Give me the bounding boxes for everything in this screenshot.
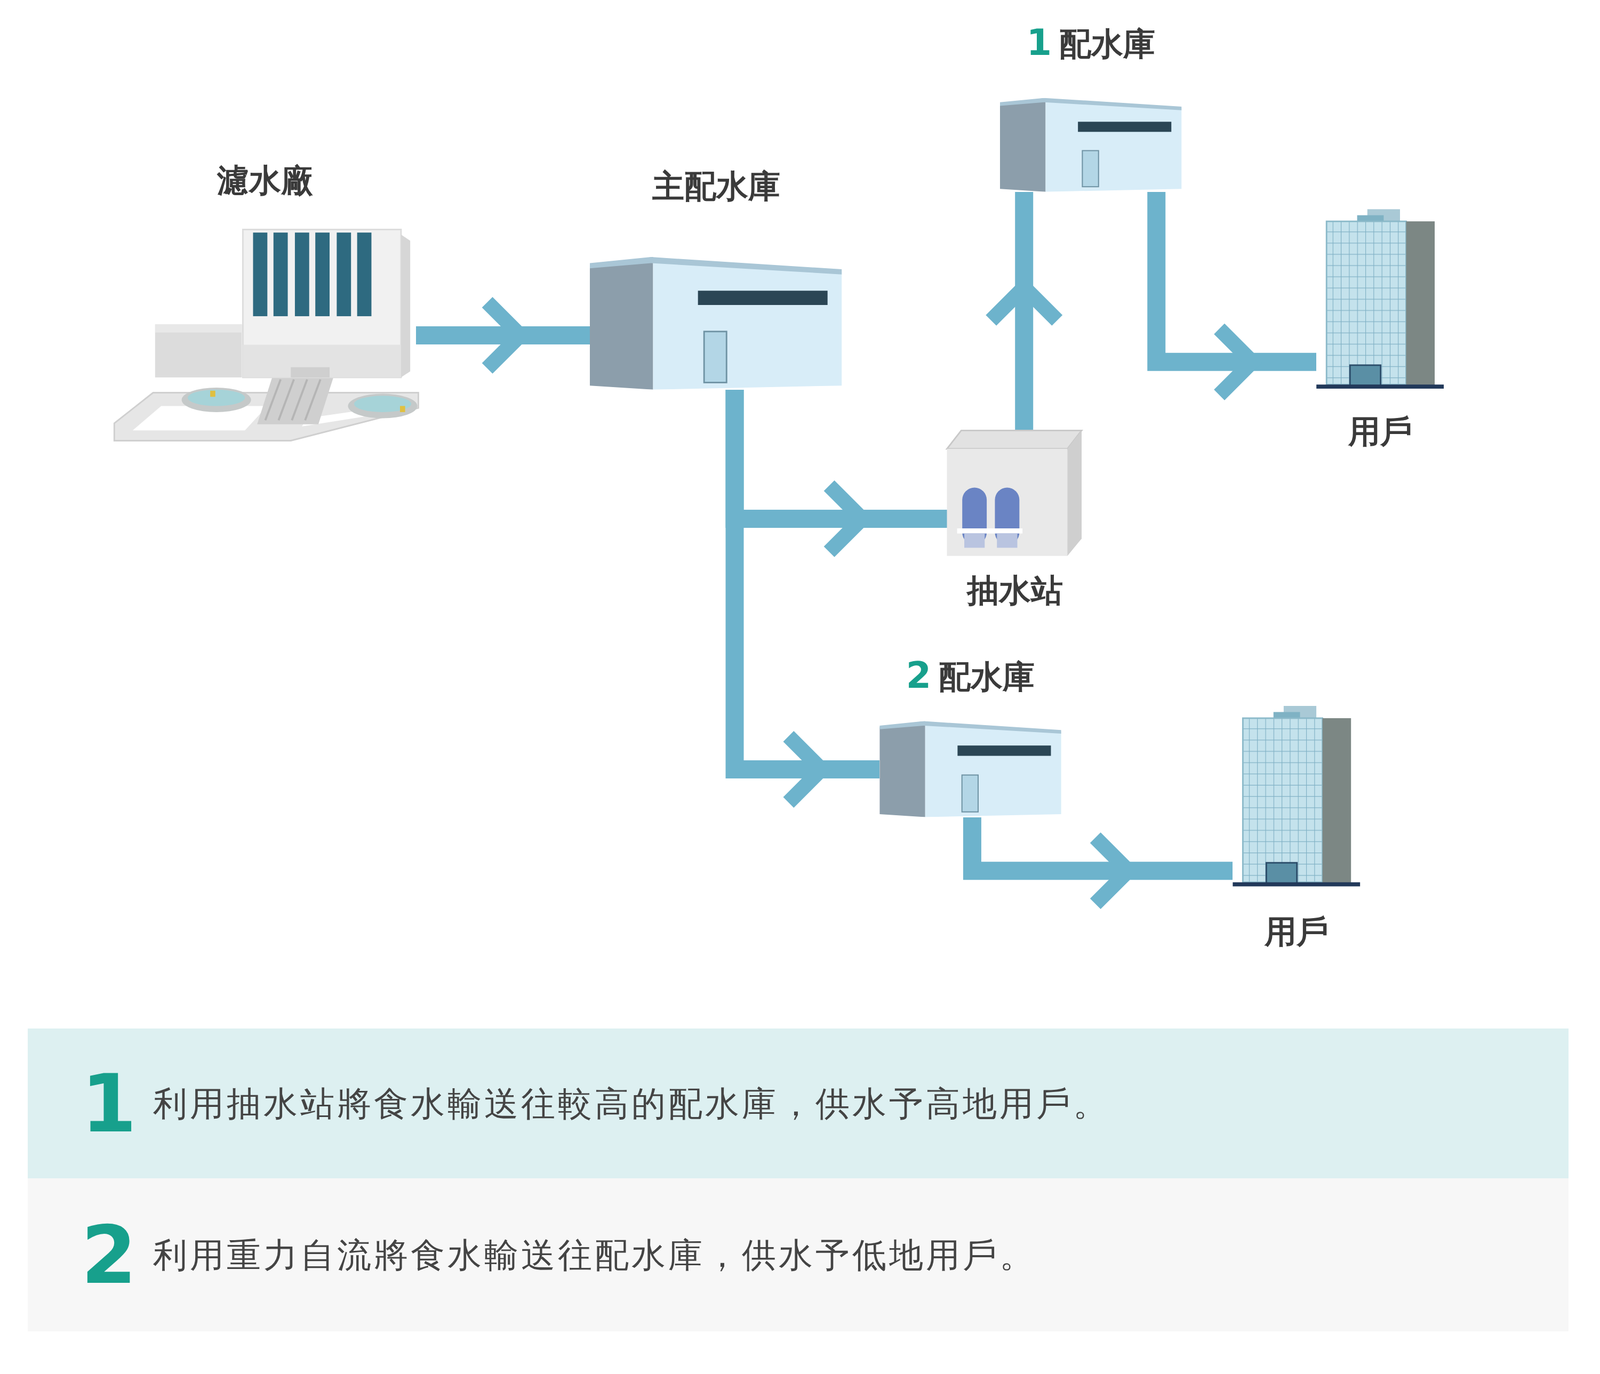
filter-plant: 濾水廠 (114, 226, 416, 444)
main-reservoir-art (589, 257, 843, 390)
water-pipe (1156, 192, 1317, 396)
flow-arrowhead (1219, 329, 1253, 396)
facility-label: 抽水站 (966, 571, 1063, 610)
note-text: 利用重力自流將食水輸送往配水庫，供水予低地用戶。 (153, 1234, 1548, 1276)
callout-number: 1 (81, 1064, 137, 1144)
user-building: 用戶 (1232, 704, 1360, 896)
main-reservoir: 主配水庫 (589, 257, 843, 390)
facility-label: 用戶 (1264, 913, 1329, 951)
reservoir-art (1000, 98, 1182, 192)
flow-arrowhead (487, 302, 521, 369)
note-band: 1 利用抽水站將食水輸送往較高的配水庫，供水予高地用戶。 (27, 1028, 1569, 1179)
facility-label: 用戶 (1348, 412, 1413, 451)
facility-label: 配水庫 (1059, 25, 1156, 63)
pipe-line (416, 326, 590, 345)
reservoir-art (879, 721, 1062, 818)
user-building-art (1316, 209, 1444, 389)
flow-arrowhead (829, 485, 863, 552)
user-building-art (1232, 706, 1360, 887)
pipe-line (1014, 192, 1034, 431)
node-label: 用戶 (1264, 914, 1329, 950)
callout-number: 2 (81, 1215, 137, 1296)
flow-arrowhead (788, 736, 822, 803)
filter-plant-art (114, 229, 419, 441)
node-label: 濾水廠 (217, 162, 314, 198)
flow-arrowhead (990, 287, 1058, 321)
flow-arrowhead (1095, 837, 1129, 904)
node-label: 2配水庫 (906, 656, 1035, 696)
pump-station: 抽水站 (947, 430, 1083, 557)
note-band: 2 利用重力自流將食水輸送往配水庫，供水予低地用戶。 (27, 1178, 1569, 1332)
node-label: 抽水站 (966, 572, 1063, 608)
facility-label: 主配水庫 (652, 167, 781, 205)
note-text: 利用抽水站將食水輸送往較高的配水庫，供水予高地用戶。 (153, 1083, 1548, 1125)
user-building: 用戶 (1316, 209, 1444, 398)
reservoir: 2配水庫 (879, 721, 1062, 818)
node-label: 主配水庫 (652, 168, 781, 204)
pipe-line (734, 389, 880, 770)
node-label: 用戶 (1348, 413, 1413, 450)
callout-number: 1 (1026, 21, 1052, 64)
facility-label: 濾水廠 (217, 161, 314, 199)
pump-station-art (947, 430, 1083, 556)
node-label: 1配水庫 (1026, 22, 1156, 63)
water-pipe (416, 302, 590, 369)
callout-number: 2 (906, 654, 932, 697)
water-pipe (734, 389, 880, 803)
reservoir: 1配水庫 (1000, 98, 1182, 192)
water-pipe (972, 817, 1233, 904)
facility-label: 配水庫 (938, 658, 1035, 696)
water-pipe (734, 389, 948, 552)
water-pipe (990, 192, 1058, 431)
